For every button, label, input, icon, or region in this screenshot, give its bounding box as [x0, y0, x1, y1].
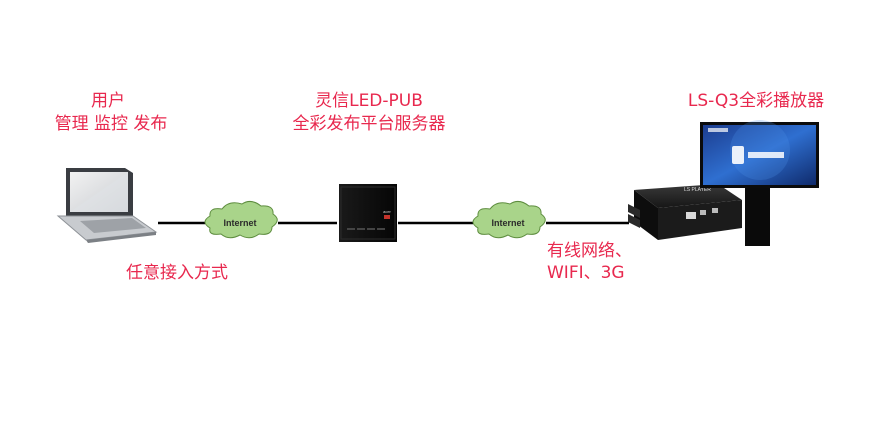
cloud-icon — [472, 200, 546, 239]
cloud-left-label: Internet — [223, 218, 256, 228]
cloud-right: Internet — [472, 200, 546, 239]
svg-text:LS PLAYER: LS PLAYER — [684, 187, 711, 193]
server-icon: acer — [339, 184, 397, 242]
server-title: 灵信LED-PUB — [315, 91, 423, 111]
led-display-icon — [700, 120, 819, 246]
player-title: LS-Q3全彩播放器 — [687, 91, 825, 111]
link-right-caption-line2: WIFI、3G — [547, 263, 625, 283]
link-right-caption-line1: 有线网络、 — [547, 241, 632, 261]
laptop-icon — [56, 168, 158, 243]
cloud-left: Internet — [204, 200, 278, 239]
user-subtitle: 管理 监控 发布 — [54, 114, 168, 134]
svg-text:acer: acer — [383, 209, 391, 214]
cloud-right-label: Internet — [491, 218, 524, 228]
user-title: 用户 — [91, 91, 125, 111]
player-box-icon: LS PLAYER — [628, 184, 742, 240]
cloud-icon — [204, 200, 278, 239]
server-subtitle: 全彩发布平台服务器 — [292, 114, 446, 134]
link-left-caption: 任意接入方式 — [126, 263, 228, 283]
